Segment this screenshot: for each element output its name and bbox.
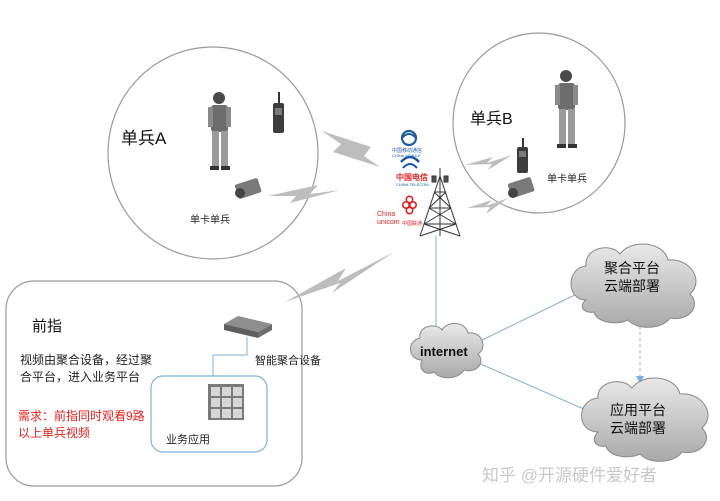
internet-aggregation-link (473, 289, 586, 345)
command-requirement-line2: 以上单兵视频 (18, 426, 91, 440)
soldier-a-icon (208, 92, 231, 170)
radio-a-icon (273, 92, 284, 133)
command-title: 前指 (32, 318, 63, 335)
aggregator-app-link (212, 337, 248, 376)
soldier-b-title: 单兵B (470, 111, 513, 128)
video-wall-icon (208, 384, 244, 420)
wireless-link-b (465, 155, 512, 170)
china-unicom-cn-label: 中国联通 (402, 221, 423, 227)
command-requirement-line1: 需求：前指同时观看9路 (18, 409, 145, 423)
china-mobile-cn-label: 中国移动通信 (392, 148, 423, 154)
radio-b-icon (517, 138, 528, 173)
aggregator-device-icon (224, 316, 272, 338)
china-mobile-en-label: CHINA MOBILE (392, 153, 421, 158)
app-platform-label-2: 云端部署 (610, 420, 666, 436)
internet-app-link (475, 361, 587, 411)
wireless-link-camera-b (467, 198, 508, 214)
china-telecom-cn-label: 中国电信 (396, 173, 428, 182)
watermark: 知乎 @开源硬件爱好者 (482, 466, 657, 485)
china-unicom-en-label-1: China (377, 211, 396, 218)
soldier-a-device-label: 单卡单兵 (190, 215, 230, 226)
app-label: 业务应用 (166, 434, 210, 446)
app-panel (150, 375, 268, 453)
china-telecom-en-label: CHINA TELECOM (396, 182, 429, 187)
camera-a-icon (234, 178, 262, 199)
wireless-link-command (285, 252, 394, 302)
soldier-b-circle (452, 32, 626, 214)
china-unicom-en-label-2: unicom (377, 219, 400, 226)
china-unicom-logo (401, 195, 417, 215)
soldier-b-icon (555, 70, 578, 148)
soldier-a-circle (107, 46, 319, 260)
china-mobile-logo (400, 129, 418, 147)
app-platform-cloud (581, 377, 709, 462)
aggregation-platform-cloud (570, 243, 697, 328)
app-platform-label-1: 应用平台 (610, 402, 666, 418)
command-desc-line2: 合平台，进入业务平台 (20, 370, 141, 384)
aggregation-platform-label-1: 聚合平台 (604, 260, 660, 276)
command-panel (5, 280, 303, 487)
china-telecom-logo (400, 155, 420, 169)
internet-label: internet (420, 344, 468, 359)
aggregation-platform-label-2: 云端部署 (604, 278, 660, 294)
camera-b-icon (507, 177, 535, 198)
command-desc-line1: 视频由聚合设备，经过聚 (20, 353, 153, 367)
cell-tower-icon (419, 168, 461, 237)
aggregator-label: 智能聚合设备 (255, 355, 321, 367)
internet-cloud (410, 323, 484, 379)
wireless-link-a (322, 131, 380, 167)
soldier-b-device-label: 单卡单兵 (547, 174, 587, 185)
soldier-a-title: 单兵A (121, 129, 167, 148)
wireless-link-camera-a (268, 185, 340, 203)
